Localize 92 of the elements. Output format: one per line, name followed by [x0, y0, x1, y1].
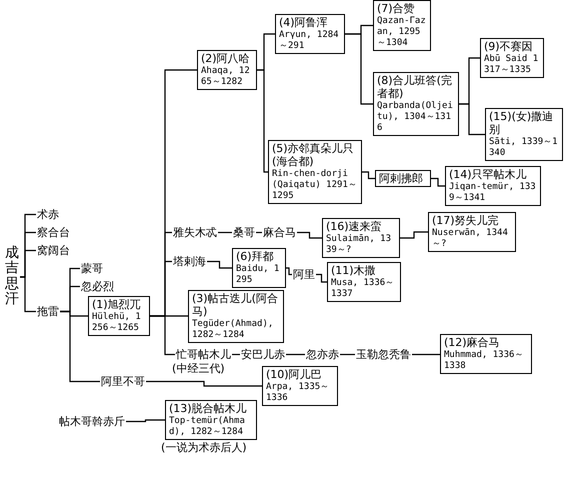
ruler-details: Ahaqa, 1265～1282 — [201, 66, 251, 88]
connector-line — [146, 380, 262, 387]
ruler-name: (14)只罕帖木儿 — [449, 168, 528, 181]
ruler-details: Abū Said 1317～1335 — [484, 54, 540, 76]
ruler-name: (12)麻合马 — [444, 336, 501, 349]
ruler-name: (6)拜都 — [236, 250, 275, 263]
ruler-name: (13)脱合帖木儿 — [169, 402, 248, 415]
ruler-details: Arγun, 1284～291 — [279, 30, 340, 52]
connector-line — [150, 315, 175, 356]
ruler-details: Baidu, 1295 — [236, 264, 280, 286]
ruler-name: (3)帖古迭儿(阿合马) — [192, 292, 279, 318]
ruler-details: Sulaimān, 1339～? — [326, 234, 392, 256]
ruler-details: Qazan-Γazan, 1295～1304 — [377, 16, 427, 49]
connector-line — [207, 260, 232, 269]
connector-line — [20, 276, 36, 312]
person-name: 忙哥帖木儿 — [175, 348, 232, 361]
ruler-name: (2)阿八哈 — [201, 52, 251, 65]
ruler-name: (16)速来蛮 — [326, 220, 383, 233]
person-name: 蒙哥 — [80, 262, 104, 275]
ruler-box — [188, 290, 284, 343]
connector-line — [459, 103, 485, 136]
ruler-name: (15)(女)撒迪别 — [489, 110, 554, 136]
ruler-name: (1)旭烈兀 — [92, 298, 142, 311]
connector-line — [412, 354, 440, 356]
person-name: 窝阔台 — [36, 244, 71, 257]
connector-line — [286, 354, 305, 356]
ruler-name: (17)努失儿完 — [432, 214, 500, 227]
ruler-name: 阿剌拂郎 — [379, 172, 424, 185]
connector-line — [400, 231, 428, 239]
person-name: 察合台 — [36, 226, 71, 239]
ruler-box — [375, 170, 431, 187]
ruler-name: (7)合赞 — [377, 2, 416, 15]
ruler-box — [373, 0, 431, 51]
ruler-name: (9)不赛因 — [484, 40, 534, 53]
ruler-details: Musa, 1336～1337 — [331, 278, 396, 300]
connector-line — [218, 232, 232, 234]
connector-line — [345, 33, 373, 105]
connector-line — [297, 232, 322, 239]
person-name: 拖雷 — [36, 305, 60, 318]
person-name: 帖木哥斡赤斤 — [58, 415, 126, 428]
ruler-box — [373, 72, 459, 136]
ruler-details: Hülehü, 1256～1265 — [92, 312, 142, 334]
person-name: 桑哥 — [232, 226, 256, 239]
ruler-details: Muhmmad, 1336～1338 — [444, 350, 524, 372]
connector-line — [60, 310, 100, 382]
connector-line — [286, 267, 292, 276]
note-text: (一说为术赤后人) — [161, 441, 247, 454]
ruler-box — [322, 218, 400, 258]
ruler-details: Qarbanda(Oljeitu), 1304～1316 — [377, 101, 454, 134]
connector-line — [362, 171, 375, 180]
person-name: 麻合马 — [262, 226, 297, 239]
connector-line — [340, 354, 355, 356]
ruler-name: (5)亦邻真朵儿只(海合都) — [272, 142, 355, 168]
connector-line — [431, 178, 445, 187]
ruler-box — [165, 400, 257, 440]
person-name: 玉勒忽秃鲁 — [355, 348, 412, 361]
ruler-box — [268, 140, 362, 204]
ruler-box — [480, 38, 544, 78]
person-name: 雅失木忒 — [172, 226, 218, 239]
connector-line — [316, 274, 327, 283]
ruler-box — [197, 50, 257, 90]
connector-line — [126, 419, 165, 422]
ruler-details: Sāti, 1339～1340 — [489, 137, 559, 159]
person-name: 成吉思汗 — [4, 246, 20, 308]
ruler-details: Top-temür(Ahmad), 1282～1284 — [169, 416, 246, 438]
ruler-box — [275, 14, 345, 54]
ruler-box — [440, 334, 532, 374]
edge-label: (中经三代) — [172, 362, 225, 375]
ruler-box — [485, 108, 563, 161]
person-name: 阿里不哥 — [100, 375, 146, 388]
person-name: 忽亦赤 — [305, 348, 340, 361]
ruler-name: (4)阿鲁浑 — [279, 16, 329, 29]
ruler-box — [232, 248, 286, 288]
person-name: 阿里 — [292, 268, 316, 281]
ruler-details: Jiqan-temür, 1339～1341 — [449, 182, 537, 204]
ruler-details: Rin-chen-dorji(Qaiqatu) 1291～1295 — [272, 169, 358, 202]
ruler-box — [88, 296, 150, 336]
ruler-box — [327, 262, 401, 302]
ruler-details: Arpa, 1335～1336 — [266, 382, 330, 404]
ruler-name: (11)木撒 — [331, 264, 377, 277]
ruler-details: Nuserwān, 1344～? — [432, 228, 509, 250]
ruler-box — [445, 166, 541, 206]
ruler-name: (10)阿儿巴 — [266, 368, 323, 381]
connector-line — [257, 69, 268, 173]
ruler-details: Tegüder(Ahmad), 1282～1284 — [192, 319, 274, 341]
person-name: 安巴儿赤 — [240, 348, 286, 361]
ruler-box — [428, 212, 516, 252]
person-name: 忽必烈 — [80, 280, 115, 293]
person-name: 术赤 — [36, 208, 60, 221]
ruler-box — [262, 366, 338, 406]
ruler-name: (8)合儿班答(完者都) — [377, 74, 453, 100]
person-name: 塔剌海 — [172, 255, 207, 268]
